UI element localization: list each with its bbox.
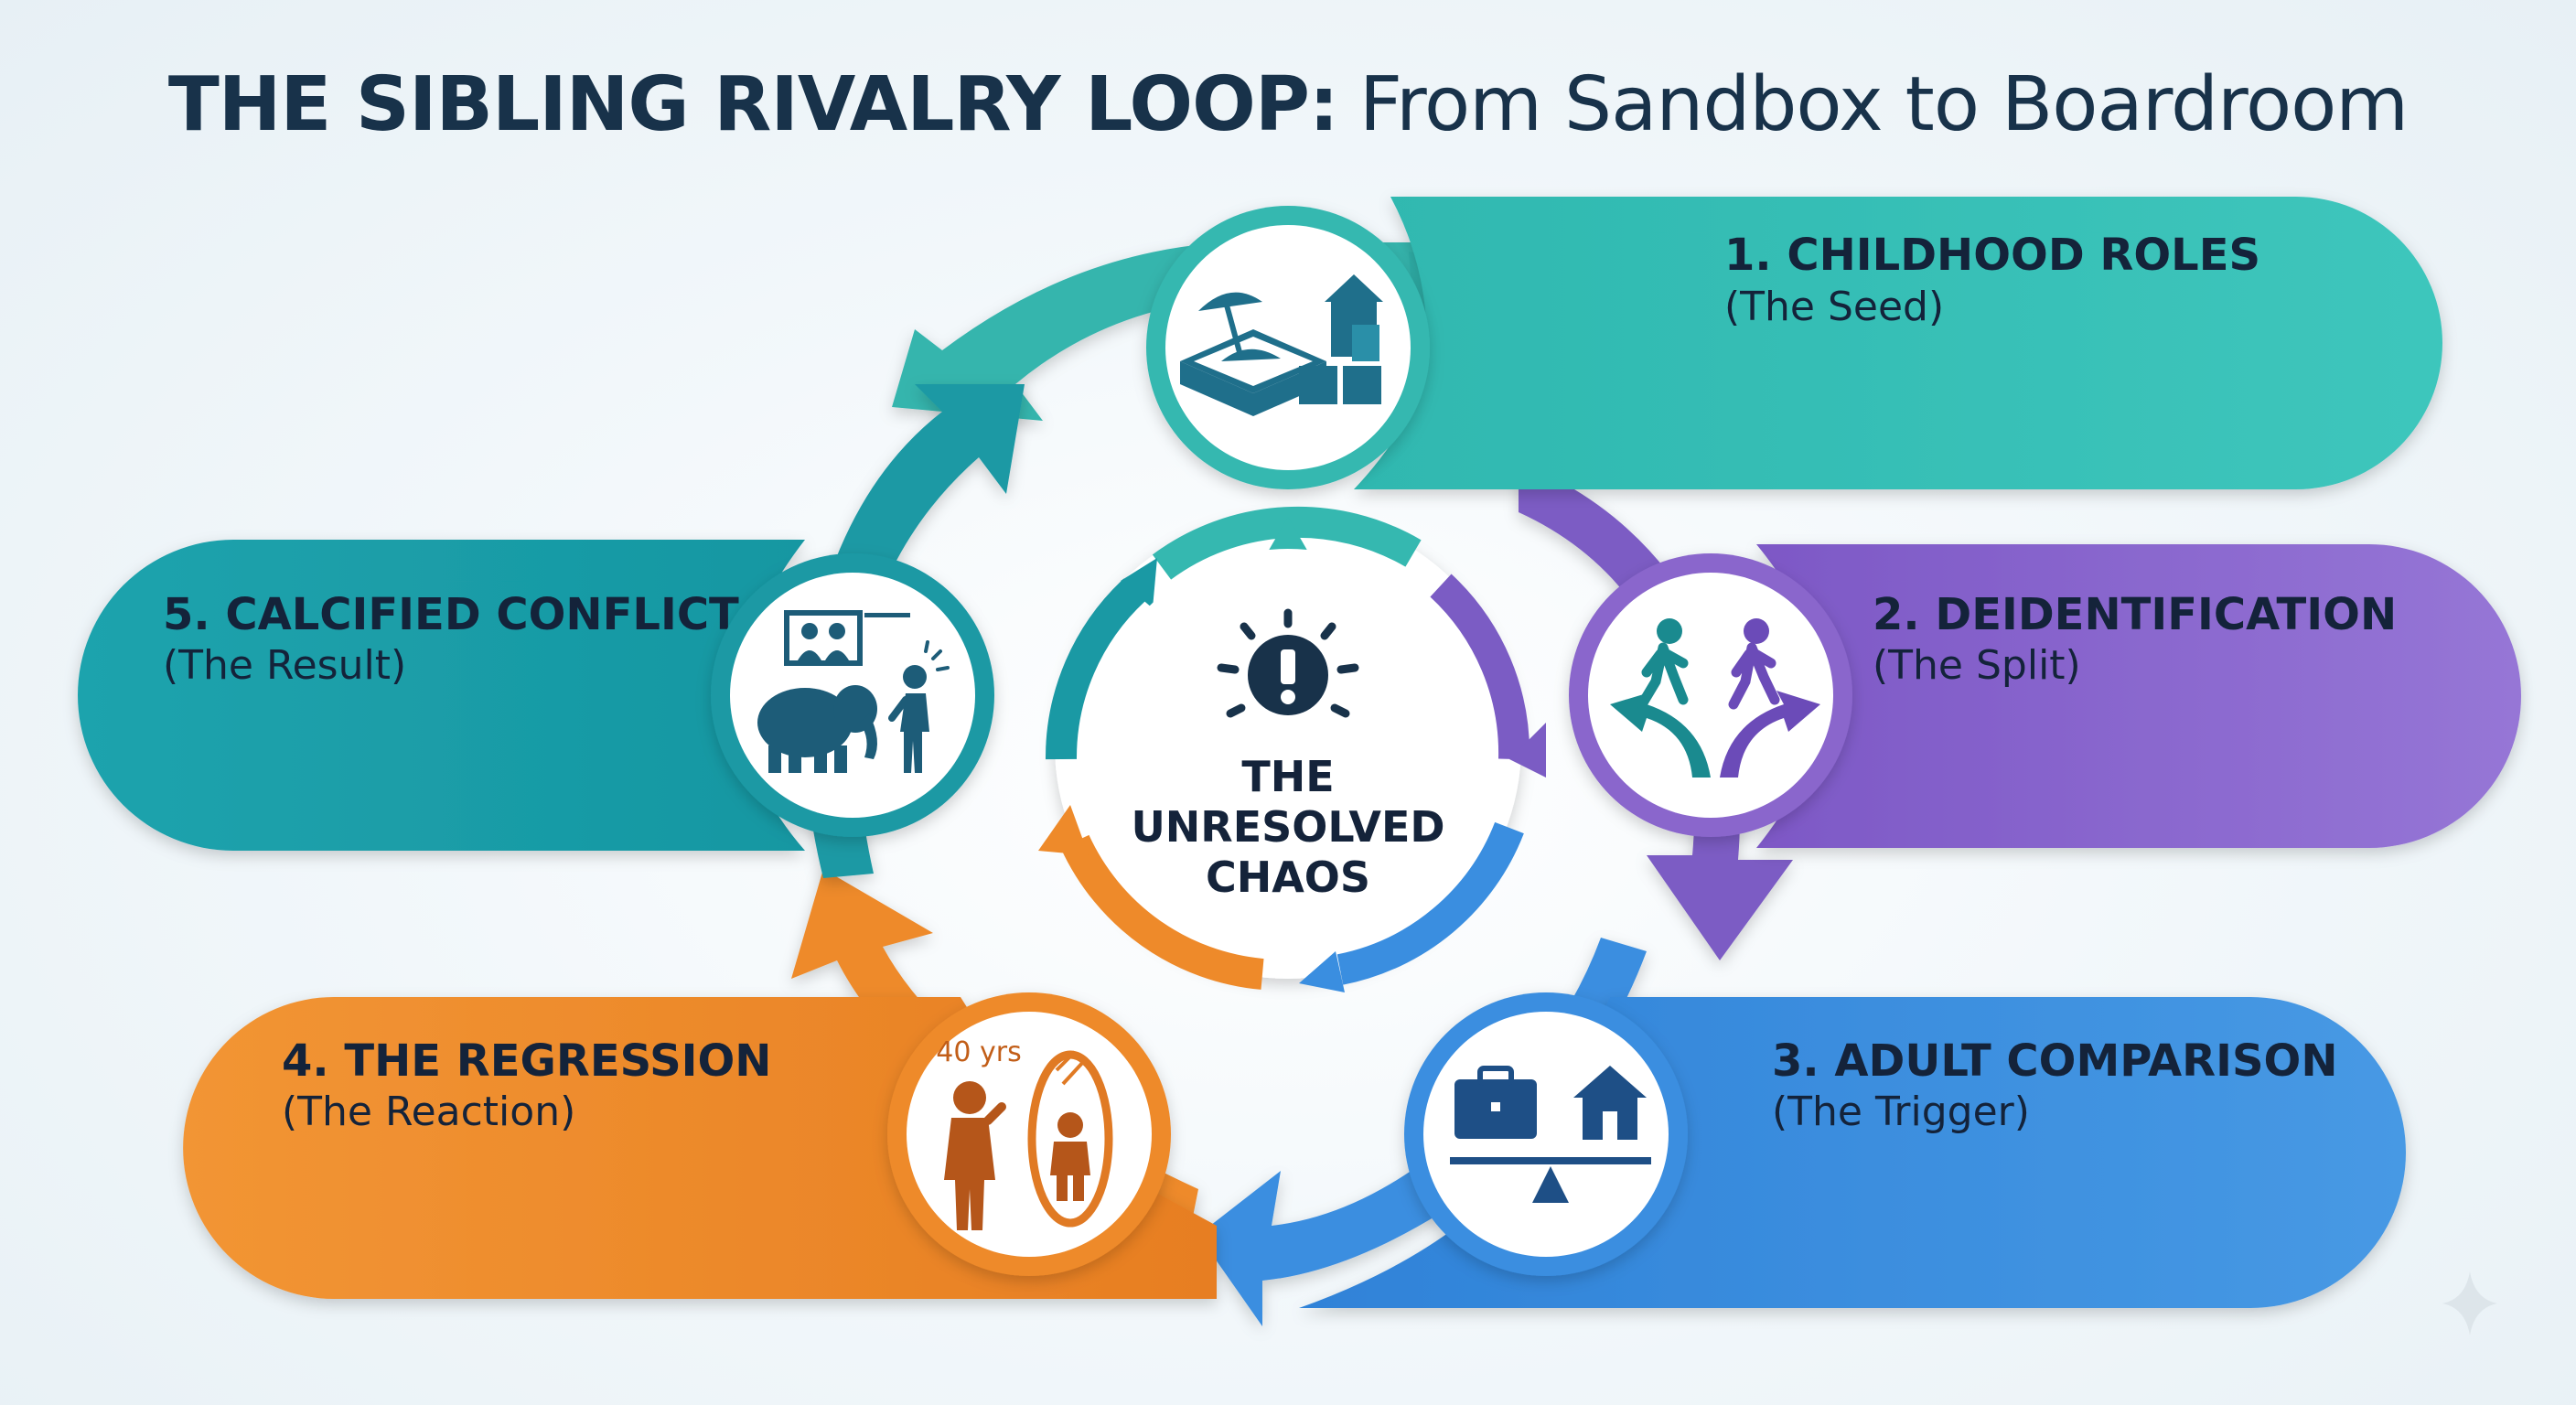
inner-ring-blue-head (1299, 951, 1345, 992)
inner-ring-purple-head (1509, 723, 1546, 778)
sparkle-icon (2442, 1271, 2497, 1335)
loop-arrow-blue (1198, 938, 1647, 1326)
inner-ring-orange-head (1038, 805, 1089, 855)
inner-ring-teal2-head (1121, 558, 1157, 608)
step-1-subtitle: (The Seed) (1724, 284, 1944, 330)
elephant-in-room-icon (757, 610, 950, 773)
inner-ring-purple (1430, 574, 1530, 760)
step-5-pill[interactable]: 5. CALCIFIED CONFLICT (The Result) (78, 540, 805, 851)
diagram-title: THE SIBLING RIVALRY LOOP: From Sandbox t… (168, 61, 2408, 148)
step-3-subtitle: (The Trigger) (1772, 1089, 2030, 1135)
exclamation-burst-icon (1217, 608, 1359, 718)
step-2-icon-badge (1569, 553, 1852, 837)
step-3-icon-badge (1404, 992, 1688, 1276)
briefcase-house-scale-icon (1450, 1066, 1651, 1203)
inner-ring-orange (1060, 834, 1264, 990)
step-4-age-label: 40 yrs (936, 1036, 1021, 1068)
step-4-subtitle: (The Reaction) (282, 1089, 575, 1135)
diverging-paths-icon (1610, 618, 1820, 778)
center-line-2: UNRESOLVED (1131, 802, 1444, 852)
step-5-icon-badge (711, 553, 994, 837)
step-3-title: 3. ADULT COMPARISON (1772, 1035, 2338, 1087)
step-4-icon-badge: 40 yrs (887, 992, 1171, 1276)
mirror-child-icon (944, 1050, 1113, 1230)
sandbox-blocks-icon (1180, 274, 1383, 416)
inner-ring-blue (1336, 821, 1524, 985)
step-4-title: 4. THE REGRESSION (282, 1035, 771, 1087)
center-line-1: THE (1241, 752, 1334, 801)
title-regular: From Sandbox to Boardroom (1359, 61, 2408, 148)
title-bold: THE SIBLING RIVALRY LOOP: (168, 61, 1338, 148)
step-2-title: 2. DEIDENTIFICATION (1873, 589, 2397, 640)
step-2-subtitle: (The Split) (1873, 642, 2081, 689)
inner-ring-teal-head (1267, 517, 1309, 553)
step-1-title: 1. CHILDHOOD ROLES (1724, 230, 2260, 281)
step-1-icon-badge (1146, 206, 1430, 489)
inner-ring-teal2 (1045, 578, 1145, 760)
center-inner-disc (1091, 549, 1485, 942)
step-1-pill[interactable]: 1. CHILDHOOD ROLES (The Seed) (1354, 197, 2442, 489)
center-hub: THE UNRESOLVED CHAOS (1038, 506, 1546, 992)
center-line-3: CHAOS (1206, 853, 1370, 902)
step-5-subtitle: (The Result) (163, 642, 406, 689)
step-2-pill[interactable]: 2. DEIDENTIFICATION (The Split) (1756, 544, 2521, 848)
step-5-title: 5. CALCIFIED CONFLICT (163, 589, 739, 640)
